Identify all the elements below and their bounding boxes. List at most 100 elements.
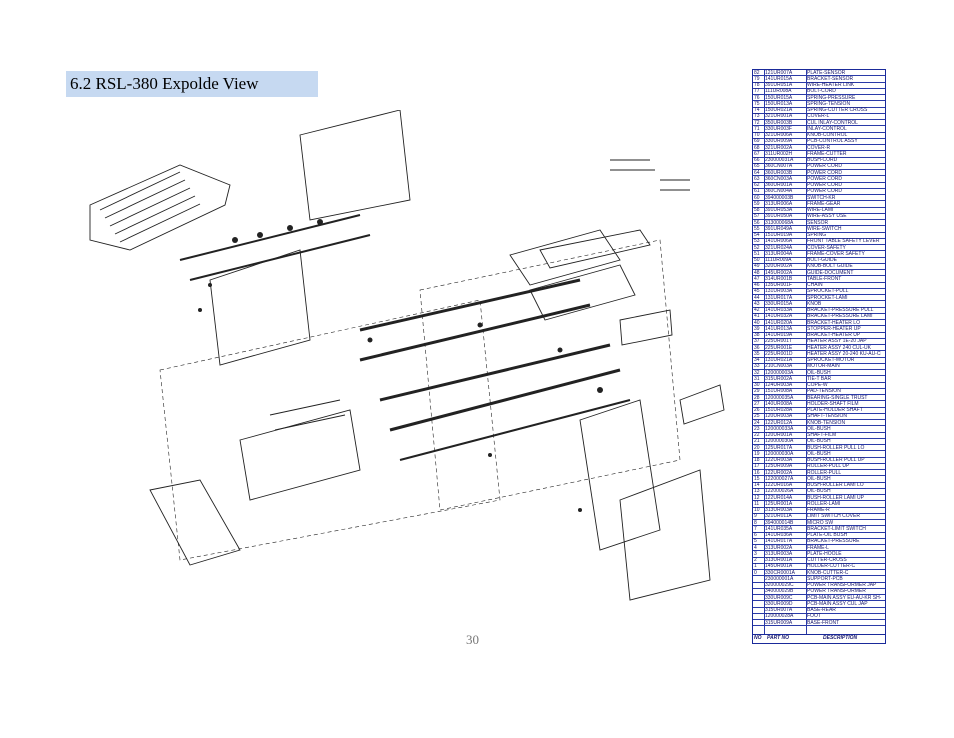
part-description: ROLLER-PULL bbox=[807, 469, 842, 476]
part-description: OIL-BUSH bbox=[807, 425, 831, 432]
part-code: 122UR003A bbox=[765, 457, 793, 463]
title-bar: 6.2 RSL-380 Expolde View bbox=[66, 71, 318, 97]
part-number-index: 62 bbox=[754, 182, 760, 188]
part-description: KNOB-CONTROL bbox=[807, 132, 848, 138]
part-code: 141UR020A bbox=[765, 319, 793, 326]
part-description: SPROCKET-MOTOR bbox=[807, 357, 855, 363]
part-number-index: 66 bbox=[754, 157, 760, 163]
part-number-index: 9 bbox=[754, 513, 757, 520]
part-number-index: 70 bbox=[754, 132, 760, 138]
parts-table-footer: NO PART NO DESCRIPTION bbox=[753, 634, 885, 643]
part-number-index: 53 bbox=[754, 238, 760, 245]
part-description: CHAIN bbox=[807, 282, 823, 288]
part-number-index: 77 bbox=[754, 88, 760, 95]
part-code: 321UR006A bbox=[765, 132, 793, 138]
part-description: BRACKET-HEATER LO bbox=[807, 319, 860, 326]
part-description: HEATER ASSY 20-240 KU-AU-CH-KR bbox=[807, 350, 881, 357]
page-number: 30 bbox=[466, 632, 479, 647]
part-description: KNOB bbox=[807, 300, 822, 307]
part-description: SPROCKET-PULL bbox=[807, 288, 849, 295]
part-number-index: 41 bbox=[754, 313, 760, 320]
part-number-index: 2 bbox=[754, 557, 757, 563]
part-number-index: 12 bbox=[754, 494, 760, 501]
part-description: BUSH-ROLLER LAMI UP bbox=[807, 494, 864, 501]
part-description: COVER-R bbox=[807, 144, 831, 151]
part-code: 122UR016A bbox=[765, 482, 793, 488]
part-code: 360UR003B bbox=[765, 169, 793, 176]
part-number-index: 63 bbox=[754, 175, 760, 182]
part-description: BRACKET-PRESSURE PULL bbox=[807, 307, 874, 313]
part-code: 313UR002A bbox=[765, 544, 793, 551]
part-number-index: 40 bbox=[754, 319, 760, 326]
part-description: CUL INLAY-CONTROL bbox=[807, 119, 858, 126]
part-code: 320000029C bbox=[765, 582, 794, 588]
table-row: 70 321UR006A KNOB-CONTROL bbox=[753, 132, 885, 139]
part-code: 131UR017A bbox=[765, 294, 793, 301]
part-code: 122000026A bbox=[765, 488, 794, 495]
part-code: 330UR009D bbox=[765, 600, 793, 607]
part-code: 141UR019A bbox=[765, 332, 793, 338]
part-number-index: 24 bbox=[754, 419, 760, 426]
part-description: OIL-BUSH bbox=[807, 438, 831, 445]
part-code: 150UR013A bbox=[765, 100, 793, 107]
table-row: 64 360UR003B POWER CORD bbox=[753, 169, 885, 177]
part-code: 313UR003A bbox=[765, 550, 793, 557]
part-description: BRACKET-SENSOR bbox=[807, 75, 854, 82]
part-number-index: 64 bbox=[754, 169, 760, 176]
part-code: 122UR002A bbox=[765, 469, 793, 476]
part-code: 141UR015A bbox=[765, 75, 793, 82]
part-code: 141UR032A bbox=[765, 313, 793, 320]
part-description: PLATE-OIL BUSH bbox=[807, 532, 848, 538]
part-description: BUSH-ROLLER LAMI LO bbox=[807, 482, 864, 488]
part-number-index: 3 bbox=[754, 550, 757, 557]
part-number-index: 58 bbox=[754, 207, 760, 213]
part-description: POWER TRANSFORMER bbox=[807, 588, 866, 595]
part-code: 124UR003A bbox=[765, 382, 793, 388]
part-code: 131UR003A bbox=[765, 288, 793, 295]
part-code: 394000003B bbox=[765, 194, 794, 201]
part-number-index: 8 bbox=[754, 519, 757, 526]
part-code: 330UR015A bbox=[765, 300, 793, 307]
part-number-index: 36 bbox=[754, 344, 760, 351]
part-code: 141UR006A bbox=[765, 238, 793, 245]
part-description: POWER CORD bbox=[807, 169, 842, 176]
part-description: STOPPER-HEATER UP bbox=[807, 325, 861, 332]
part-code: 330UR009A bbox=[765, 138, 793, 145]
part-code: 391UR051A bbox=[765, 82, 793, 88]
part-description: BOLT-CORD bbox=[807, 88, 836, 95]
part-description: SPRING bbox=[807, 232, 827, 238]
part-description: MOTOR-MAIN bbox=[807, 363, 840, 370]
part-number-index: 23 bbox=[754, 425, 760, 432]
part-number-index: 31 bbox=[754, 375, 760, 382]
part-description: KNOB-CUTTER-C bbox=[807, 569, 849, 576]
part-code: 120000030A bbox=[765, 450, 794, 457]
part-code: 225UR001E bbox=[765, 344, 793, 351]
part-code: 350UR003B bbox=[765, 119, 793, 126]
part-description: FRAME-CUTTER bbox=[807, 150, 847, 157]
part-code: 122UR012A bbox=[765, 419, 793, 426]
part-number-index: 56 bbox=[754, 219, 760, 226]
part-number-index: 26 bbox=[754, 407, 760, 413]
part-description: HEATER ASSY 1E-20 JAP bbox=[807, 338, 867, 345]
part-description: BASE-FRONT bbox=[807, 619, 840, 626]
part-code: 315UR002A bbox=[765, 375, 793, 382]
part-number-index: 18 bbox=[754, 457, 760, 463]
